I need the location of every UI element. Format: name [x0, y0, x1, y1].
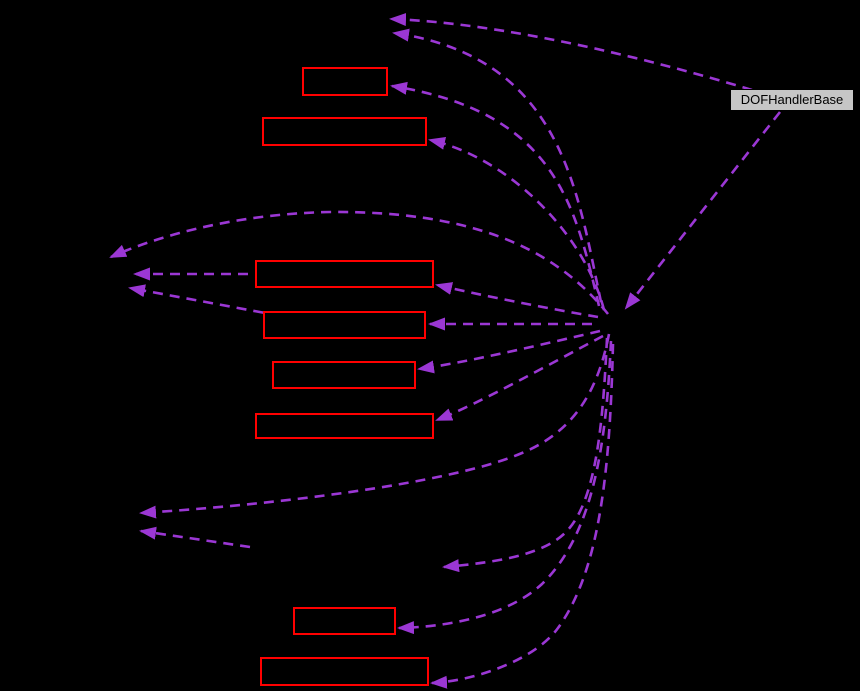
node-class-box-3[interactable] — [255, 260, 434, 288]
node-layer — [255, 67, 434, 686]
usage-edge-hub-to-lowleft-1 — [139, 333, 611, 519]
node-class-box-8[interactable] — [260, 657, 429, 686]
edge-layer — [109, 13, 782, 689]
usage-edge-dofhandlerbase-to-hub — [624, 111, 782, 310]
node-class-box-5[interactable] — [272, 361, 416, 389]
usage-edge-hub-to-box-8 — [430, 343, 615, 689]
node-class-box-7[interactable] — [293, 607, 396, 635]
usage-edge-hub-to-box-5 — [417, 329, 601, 374]
usage-edge-hidden-to-lowleft-2 — [139, 526, 251, 549]
node-dofhandlerbase[interactable]: DOFHandlerBase — [730, 89, 854, 111]
node-class-box-2[interactable] — [262, 117, 427, 146]
usage-edge-dofhandlerbase-to-top-1 — [389, 13, 753, 92]
node-class-box-4[interactable] — [263, 311, 426, 339]
usage-edge-hub-to-top-2 — [392, 28, 603, 303]
usage-edge-hub-to-left-1 — [109, 210, 610, 315]
usage-edge-hub-to-mid-bottom — [442, 337, 609, 573]
usage-edge-hub-to-box-1 — [390, 81, 601, 307]
usage-edge-hub-to-box-2 — [428, 136, 606, 311]
usage-edge-hub-to-box-3 — [435, 282, 599, 319]
node-class-box-6[interactable] — [255, 413, 434, 439]
usage-edge-hub-to-box-7 — [397, 340, 613, 635]
node-class-box-1[interactable] — [302, 67, 388, 96]
usage-edge-hub-to-box-6 — [435, 334, 604, 422]
